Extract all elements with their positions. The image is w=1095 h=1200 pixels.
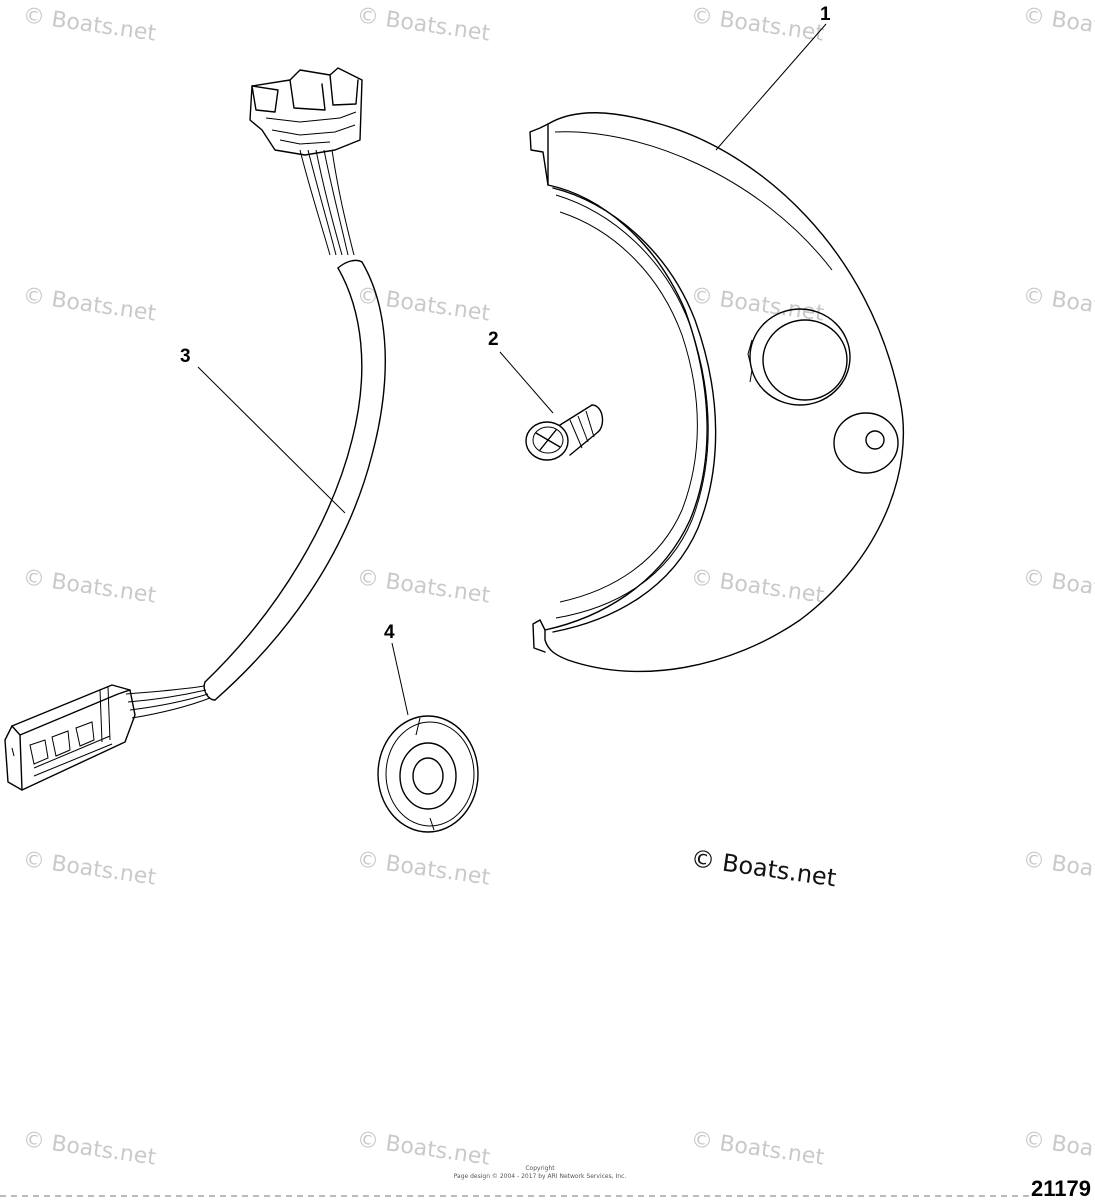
- watermark: © Boats.net: [21, 3, 158, 46]
- part-2-screw[interactable]: [525, 404, 604, 461]
- watermark: © Boats.net: [1021, 3, 1095, 46]
- watermark: © Boats.net: [689, 1127, 826, 1170]
- part-4-grommet[interactable]: [377, 715, 479, 833]
- watermark: © Boats.net: [689, 3, 826, 46]
- watermark: © Boats.net: [1021, 283, 1095, 326]
- part-3-wiring-harness[interactable]: [4, 67, 386, 791]
- watermark: © Boats.net: [355, 1127, 492, 1170]
- watermark: © Boats.net: [21, 565, 158, 608]
- watermark: © Boats.net: [1021, 1127, 1095, 1170]
- watermark: © Boats.net: [355, 565, 492, 608]
- watermark: © Boats.net: [355, 283, 492, 326]
- watermark: © Boats.net: [355, 3, 492, 46]
- figure-number: 21179: [1031, 1176, 1091, 1200]
- watermark: © Boats.net: [21, 1127, 158, 1170]
- callout-2[interactable]: 2: [488, 329, 499, 350]
- watermark: © Boats.net: [1021, 847, 1095, 890]
- part-1-crescent-cover[interactable]: [529, 112, 904, 673]
- callout-leaders: [197, 23, 827, 716]
- watermark: © Boats.net: [21, 847, 158, 890]
- copyright-line-1: Copyright: [525, 1165, 555, 1172]
- copyright-line-2: Page design © 2004 - 2017 by ARI Network…: [454, 1173, 627, 1180]
- watermark: © Boats.net: [689, 565, 826, 608]
- watermark: © Boats.net: [355, 847, 492, 890]
- boats-net-watermark: © Boats.net: [689, 844, 838, 892]
- watermark-grid: © Boats.net © Boats.net © Boats.net © Bo…: [21, 3, 1095, 1170]
- callout-1[interactable]: 1: [820, 4, 831, 25]
- watermark: © Boats.net: [21, 283, 158, 326]
- watermark: © Boats.net: [1021, 565, 1095, 608]
- callout-3[interactable]: 3: [180, 346, 191, 367]
- callout-4[interactable]: 4: [384, 622, 395, 643]
